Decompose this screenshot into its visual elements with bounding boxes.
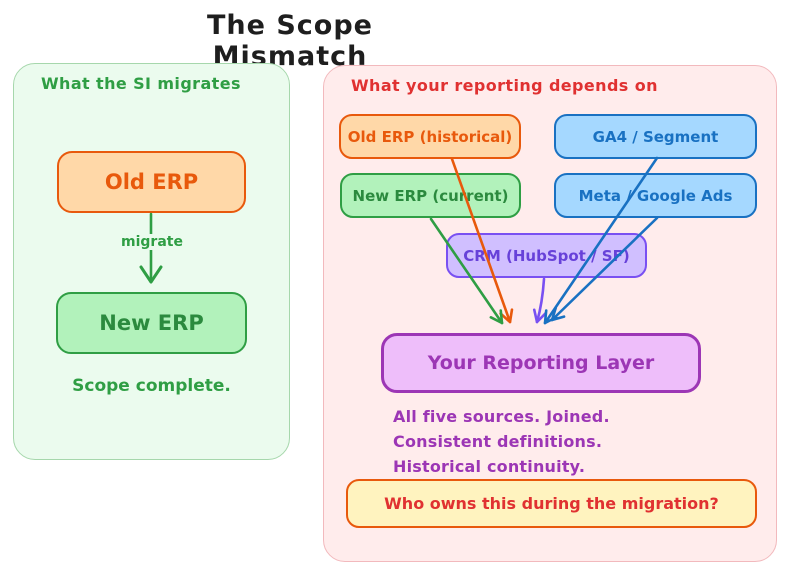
- reporting-dependencies-panel: What your reporting depends on Old ERP (…: [323, 65, 777, 562]
- source-old-erp-historical: Old ERP (historical): [339, 114, 521, 159]
- new-erp-node: New ERP: [56, 292, 247, 354]
- new-erp-label: New ERP: [99, 311, 204, 335]
- si-panel-header: What the SI migrates: [41, 74, 241, 93]
- diagram-title: The Scope Mismatch: [207, 10, 373, 72]
- source-label: New ERP (current): [352, 186, 509, 205]
- note-line: Consistent definitions.: [393, 432, 603, 451]
- old-erp-label: Old ERP: [104, 170, 199, 194]
- source-label: GA4 / Segment: [592, 127, 719, 146]
- si-migration-panel: What the SI migrates Old ERP migrate New…: [13, 63, 290, 460]
- source-crm-hubspot-sf: CRM (HubSpot / SF): [446, 233, 647, 278]
- source-ga4-segment: GA4 / Segment: [554, 114, 757, 159]
- reporting-layer-label: Your Reporting Layer: [427, 352, 655, 374]
- note-line: Historical continuity.: [393, 457, 586, 476]
- source-label: Old ERP (historical): [347, 127, 513, 146]
- note-line: All five sources. Joined.: [393, 407, 610, 426]
- old-erp-node: Old ERP: [57, 151, 246, 213]
- source-label: CRM (HubSpot / SF): [463, 246, 630, 265]
- reporting-notes: All five sources. Joined. Consistent def…: [393, 404, 610, 479]
- source-new-erp-current: New ERP (current): [340, 173, 521, 218]
- ownership-question-box: Who owns this during the migration?: [346, 479, 757, 528]
- reporting-panel-header: What your reporting depends on: [351, 76, 658, 95]
- source-label: Meta / Google Ads: [578, 186, 733, 205]
- ownership-question-label: Who owns this during the migration?: [384, 494, 719, 513]
- reporting-layer-node: Your Reporting Layer: [381, 333, 701, 393]
- migrate-arrow-label: migrate: [120, 234, 184, 250]
- scope-complete-note: Scope complete.: [72, 376, 231, 396]
- source-meta-google-ads: Meta / Google Ads: [554, 173, 757, 218]
